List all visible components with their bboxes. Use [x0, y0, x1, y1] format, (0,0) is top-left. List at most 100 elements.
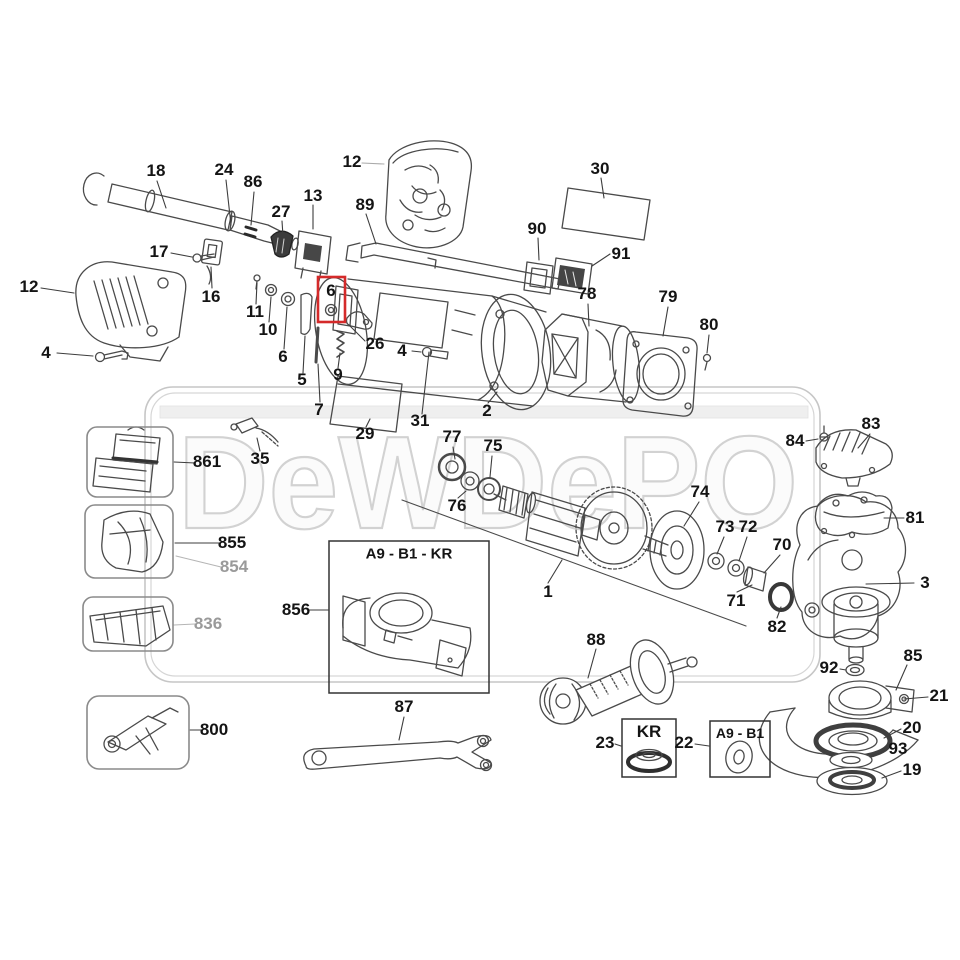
part-label-18: 18 [146, 161, 166, 180]
watermark-text: DeWDePO [178, 409, 798, 556]
part-label-89: 89 [355, 195, 375, 214]
highlight-box [316, 275, 347, 324]
part-label-71: 71 [726, 591, 746, 610]
gear-case-drawing [792, 495, 907, 664]
part-label-13: 13 [303, 186, 323, 205]
latch-drawing [230, 417, 279, 447]
part-label-16: 16 [201, 287, 221, 306]
part-label-5: 5 [297, 370, 307, 389]
part-label-80: 80 [699, 315, 719, 334]
part-label-90: 90 [527, 219, 547, 238]
part-label-31: 31 [410, 411, 430, 430]
part-label-82: 82 [767, 617, 787, 636]
retaining-ring-drawing [845, 663, 865, 677]
watermark-panel: DeWDePO [144, 386, 821, 683]
part-label-73: 73 [715, 517, 735, 536]
part-label-21: 21 [929, 686, 949, 705]
part-label-2: 2 [482, 401, 492, 420]
motor-cover-drawing [75, 261, 187, 362]
field-coil-drawing [541, 313, 641, 403]
part-label-9: 9 [333, 365, 343, 384]
spindle-shaft-drawing [82, 172, 299, 251]
part-label-87: 87 [394, 697, 414, 716]
part-label-3: 3 [920, 573, 930, 592]
part-label-85: 85 [903, 646, 923, 665]
switch-drawing [294, 230, 332, 282]
group-box-kr-label: KR [636, 722, 662, 741]
switch-housing-drawing [385, 140, 473, 249]
flange-nut-drawing [626, 748, 672, 773]
cord-protector-drawing [270, 230, 294, 258]
part-label-30: 30 [590, 159, 610, 178]
part-label-88: 88 [586, 630, 606, 649]
retaining-dashes-drawing [243, 225, 258, 239]
label-plate-drawing [329, 375, 403, 433]
part-label-29: 29 [355, 424, 375, 443]
part-label-12: 12 [342, 152, 362, 171]
part-label-20: 20 [902, 718, 922, 737]
part-label-92: 92 [819, 658, 839, 677]
switch-button-drawing [523, 257, 593, 295]
baffle-plate-drawing [622, 331, 712, 417]
part-label-7: 7 [314, 400, 324, 419]
part-label-856: 856 [281, 600, 311, 619]
part-label-10: 10 [258, 320, 278, 339]
part-label-27: 27 [271, 202, 291, 221]
armature-drawing [437, 452, 669, 570]
part-label-24: 24 [214, 160, 234, 179]
part-label-4: 4 [41, 343, 51, 362]
screw-drawing [421, 346, 449, 360]
part-label-86: 86 [243, 172, 263, 191]
part-label-6: 6 [278, 347, 288, 366]
part-label-17: 17 [149, 242, 169, 261]
brush-holder-drawing [192, 238, 223, 285]
part-label-855: 855 [217, 533, 247, 552]
variant-group-boxes [328, 540, 771, 778]
assembly-axis-line [401, 499, 747, 627]
part-label-83: 83 [861, 414, 881, 433]
fan-baffle-drawing [649, 510, 705, 590]
leader-lines [40, 162, 929, 779]
screw-drawing [94, 350, 129, 363]
part-label-6: 6 [326, 281, 336, 300]
part-label-70: 70 [772, 535, 792, 554]
part-label-800: 800 [199, 720, 229, 739]
service-kit-drawing [103, 707, 179, 755]
bearing-stack-drawing [813, 722, 893, 796]
part-label-77: 77 [442, 427, 462, 446]
guard-856-drawing [342, 592, 472, 677]
part-label-75: 75 [483, 436, 503, 455]
part-label-11: 11 [246, 302, 264, 321]
outer-flange-drawing [725, 740, 753, 774]
part-label-93: 93 [888, 739, 908, 758]
part-label-26: 26 [365, 334, 385, 353]
lever-group-drawing [300, 285, 373, 364]
group-box-a9-b1-kr-label: A9 - B1 - KR [365, 545, 453, 563]
washer-set-drawing [707, 552, 794, 612]
part-label-72: 72 [738, 517, 758, 536]
part-label-74: 74 [690, 482, 710, 501]
part-label-91: 91 [611, 244, 631, 263]
part-label-76: 76 [447, 496, 467, 515]
part-label-35: 35 [250, 449, 270, 468]
part-label-12: 12 [19, 277, 39, 296]
part-label-84: 84 [785, 431, 805, 450]
part-label-4: 4 [397, 341, 407, 360]
part-label-23: 23 [595, 733, 615, 752]
nameplate-drawing [561, 187, 651, 241]
part-label-81: 81 [905, 508, 925, 527]
part-label-79: 79 [658, 287, 678, 306]
part-label-1: 1 [543, 582, 553, 601]
part-label-22: 22 [674, 733, 694, 752]
gear-case-cover-drawing [815, 425, 893, 487]
kit-box-drawing [92, 426, 161, 493]
part-label-861: 861 [192, 452, 222, 471]
part-label-836: 836 [193, 614, 223, 633]
bag-drawing [101, 510, 164, 573]
part-label-78: 78 [577, 284, 597, 303]
tray-drawing [89, 605, 171, 647]
part-label-19: 19 [902, 760, 922, 779]
label-plate-drawing [373, 292, 449, 349]
